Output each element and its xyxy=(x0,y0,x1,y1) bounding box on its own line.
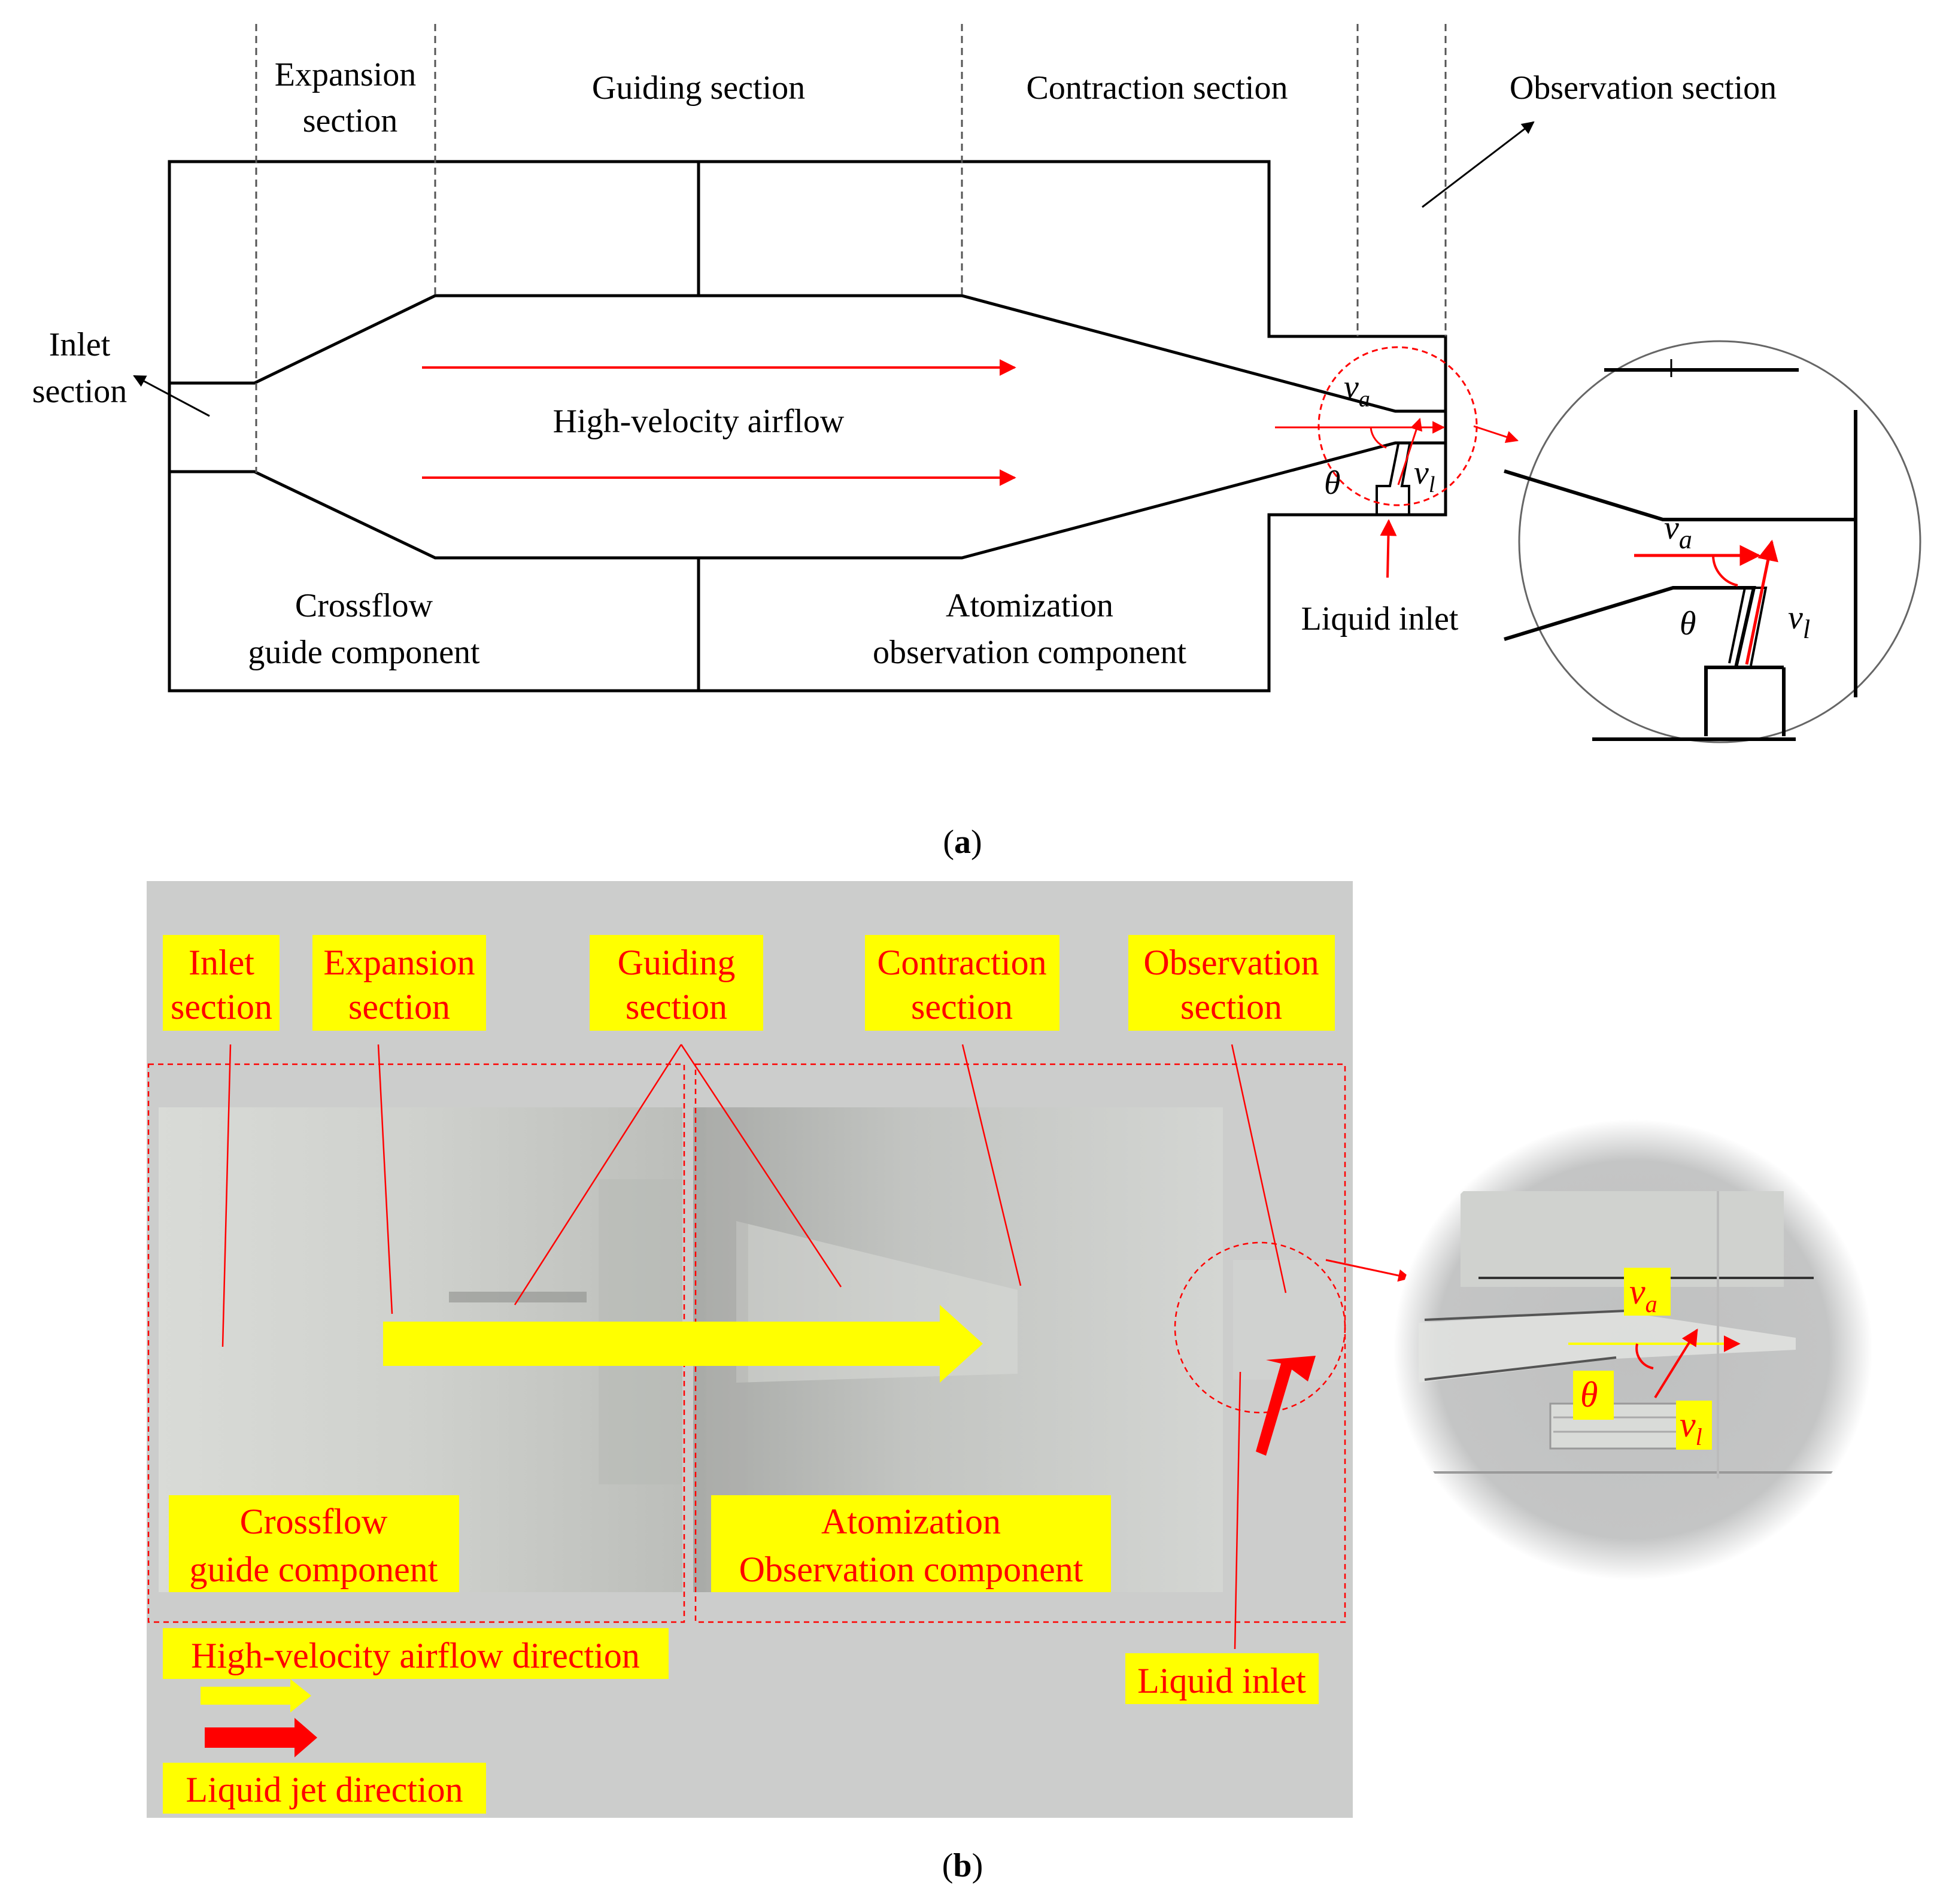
label-b-crossflow-2: guide component xyxy=(190,1550,438,1589)
label-b-inlet-1: Inlet xyxy=(189,943,254,982)
panel-a-schematic xyxy=(168,160,1447,693)
label-b-observation-2: section xyxy=(1180,987,1282,1027)
label-b-atomization-2: Observation component xyxy=(739,1550,1083,1589)
symbol-a-theta-small: θ xyxy=(1324,464,1341,502)
symbol-a-vl-zoom: vl xyxy=(1788,599,1810,644)
label-b-inlet-2: section xyxy=(171,987,272,1027)
inlet-pointer xyxy=(133,375,210,417)
panel-b-zoom xyxy=(1393,1119,1872,1580)
legend-jet-label: Liquid jet direction xyxy=(186,1770,463,1809)
label-a-airflow: High-velocity airflow xyxy=(553,403,845,440)
liquid-inlet-nozzle xyxy=(1376,444,1411,515)
label-a-atomization-2: observation component xyxy=(873,634,1187,671)
label-b-guiding-2: section xyxy=(626,987,727,1027)
zoom-marker-circle xyxy=(1317,346,1478,506)
observation-pointer xyxy=(1422,121,1535,208)
label-b-observation-1: Observation xyxy=(1143,943,1319,982)
symbol-b-va: va xyxy=(1629,1272,1657,1317)
label-a-contraction: Contraction section xyxy=(1026,69,1288,107)
label-b-contraction-1: Contraction xyxy=(877,943,1046,982)
label-b-guiding-1: Guiding xyxy=(618,943,736,982)
legend-airflow-label: High-velocity airflow direction xyxy=(191,1636,640,1675)
legend-jet-arrow xyxy=(205,1718,317,1757)
zoom-marker-b xyxy=(1174,1241,1346,1414)
symbol-a-vl-small: vl xyxy=(1414,454,1435,497)
symbol-b-vl: vl xyxy=(1680,1405,1702,1450)
label-a-crossflow-2: guide component xyxy=(248,634,480,671)
label-a-expansion-2: section xyxy=(303,102,398,139)
airflow-direction-arrow xyxy=(383,1305,983,1383)
label-b-expansion-2: section xyxy=(348,987,450,1027)
panel-a-zoom xyxy=(1504,340,1921,743)
label-a-expansion-1: Expansion xyxy=(275,56,416,93)
nozzle-detail xyxy=(1275,346,1519,578)
label-a-observation: Observation section xyxy=(1510,69,1777,107)
panel-b-labels: Inlet section Expansion section Guiding … xyxy=(163,935,1712,1884)
channel-top-wall xyxy=(169,294,1446,413)
label-a-crossflow-1: Crossflow xyxy=(295,587,433,624)
caption-b: (b) xyxy=(942,1847,983,1884)
legend-airflow-arrow xyxy=(201,1679,311,1712)
label-a-liquid-inlet: Liquid inlet xyxy=(1301,600,1459,637)
label-b-atomization-1: Atomization xyxy=(821,1502,1001,1541)
label-a-inlet-2: section xyxy=(32,373,127,410)
airflow-arrows xyxy=(422,359,1016,486)
symbol-b-theta: θ xyxy=(1580,1375,1598,1414)
symbol-a-va-small: va xyxy=(1344,369,1370,412)
section-dividers xyxy=(255,24,1447,473)
liquid-jet-arrow xyxy=(1256,1356,1316,1456)
label-a-atomization-1: Atomization xyxy=(946,587,1113,624)
channel-bottom-wall xyxy=(169,441,1446,560)
label-b-expansion-1: Expansion xyxy=(323,943,475,982)
label-a-guiding: Guiding section xyxy=(592,69,805,107)
label-b-liquid-inlet: Liquid inlet xyxy=(1137,1661,1306,1700)
symbol-a-theta-zoom: θ xyxy=(1680,605,1696,642)
label-b-crossflow-1: Crossflow xyxy=(240,1502,388,1541)
label-b-contraction-2: section xyxy=(911,987,1013,1027)
symbol-a-va-zoom: va xyxy=(1664,509,1692,554)
outer-housing xyxy=(168,160,1447,693)
caption-a: (a) xyxy=(943,824,982,861)
label-a-inlet-1: Inlet xyxy=(49,326,111,363)
